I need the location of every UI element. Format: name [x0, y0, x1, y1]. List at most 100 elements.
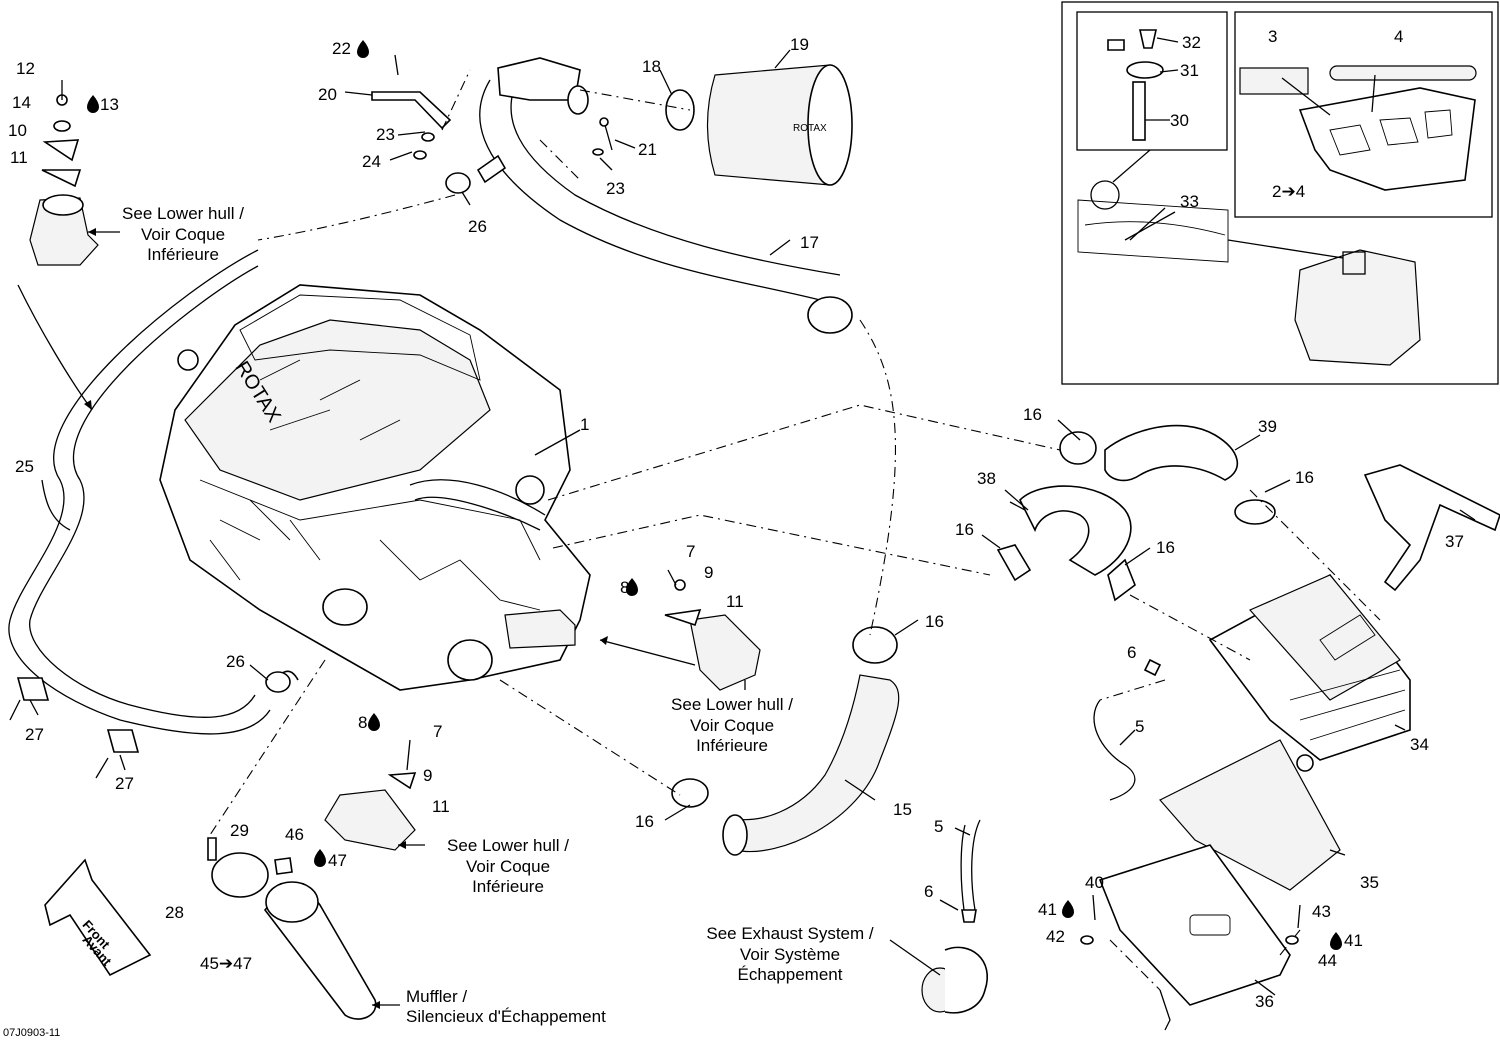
- callout-28: 28: [165, 903, 184, 922]
- svg-text:See Lower hull /: See Lower hull /: [122, 204, 244, 223]
- callout-labels: 1 2➔4 3 4 5 5 6 6 7 7 8 8 9 9 10 11 11 1…: [8, 27, 1464, 1011]
- callout-44: 44: [1318, 951, 1337, 970]
- callout-7-center: 7: [686, 542, 695, 561]
- callout-26-upper: 26: [468, 217, 487, 236]
- callout-36: 36: [1255, 992, 1274, 1011]
- callout-35: 35: [1360, 873, 1379, 892]
- note-exhaust-system: See Exhaust System / Voir Système Échapp…: [706, 924, 874, 984]
- callout-37: 37: [1445, 532, 1464, 551]
- callout-41-right: 41: [1344, 931, 1363, 950]
- callout-22: 22: [332, 39, 351, 58]
- svg-text:Muffler /: Muffler /: [406, 987, 467, 1006]
- clamp-26-lower: [265, 671, 291, 693]
- svg-text:Voir Coque: Voir Coque: [466, 857, 550, 876]
- callout-16-e: 16: [925, 612, 944, 631]
- bracket-20: [371, 91, 452, 130]
- callout-45-47: 45➔47: [200, 954, 252, 973]
- callout-46: 46: [285, 825, 304, 844]
- svg-text:See Lower hull /: See Lower hull /: [671, 695, 793, 714]
- svg-text:Silencieux d'Échappement: Silencieux d'Échappement: [406, 1007, 606, 1026]
- callout-4: 4: [1394, 27, 1403, 46]
- inset-engine: [1294, 249, 1421, 366]
- plate-36: [1098, 844, 1291, 1006]
- svg-text:See Lower hull /: See Lower hull /: [447, 836, 569, 855]
- note-muffler: Muffler / Silencieux d'Échappement: [406, 987, 606, 1026]
- note-lower-hull-1: See Lower hull / Voir Coque Inférieure: [122, 204, 244, 264]
- clamp-28: [211, 852, 269, 898]
- callout-27-right: 27: [115, 774, 134, 793]
- filter-rotax-logo: ROTAX: [793, 123, 827, 134]
- callout-43: 43: [1312, 902, 1331, 921]
- note-lower-hull-3: See Lower hull / Voir Coque Inférieure: [447, 836, 569, 896]
- front-arrow-icon: Front Avant: [44, 858, 152, 977]
- rod-30: [1132, 81, 1146, 141]
- callout-27-left: 27: [25, 725, 44, 744]
- clamp-18: [665, 89, 695, 131]
- callout-6-lower: 6: [924, 882, 933, 901]
- callout-16-b: 16: [1295, 468, 1314, 487]
- callout-5-upper: 5: [1135, 717, 1144, 736]
- engine-mount-lower-hull-2: [689, 614, 761, 691]
- callout-11-top: 11: [10, 148, 28, 167]
- callout-9-center: 9: [704, 563, 713, 582]
- note-lower-hull-2: See Lower hull / Voir Coque Inférieure: [671, 695, 793, 755]
- hose-5-upper: [1093, 699, 1136, 801]
- callout-39: 39: [1258, 417, 1277, 436]
- callout-34: 34: [1410, 735, 1429, 754]
- hose-5-lower: [971, 819, 981, 911]
- callout-7-lower: 7: [433, 722, 442, 741]
- callout-32: 32: [1182, 33, 1201, 52]
- oil-drop-icon: [87, 40, 1342, 950]
- hose-25: [8, 249, 271, 735]
- reference-code: 07J0903-11: [3, 1027, 60, 1039]
- clamp-26-upper: [445, 172, 471, 194]
- engine-cover: [1298, 87, 1476, 191]
- callout-23-left: 23: [376, 125, 395, 144]
- callout-2-4: 2➔4: [1272, 182, 1305, 201]
- callout-16-c: 16: [955, 520, 974, 539]
- callout-20: 20: [318, 85, 337, 104]
- engine-block: ROTAX: [159, 284, 591, 691]
- callout-29: 29: [230, 821, 249, 840]
- callout-24: 24: [362, 152, 381, 171]
- svg-text:Voir Système: Voir Système: [740, 945, 840, 964]
- elbow-hose-39: [1104, 424, 1239, 482]
- callout-10: 10: [8, 121, 27, 140]
- callout-17: 17: [800, 233, 819, 252]
- callout-41-left: 41: [1038, 900, 1057, 919]
- elbow-hose-38: [1019, 485, 1132, 576]
- callout-16-d: 16: [1156, 538, 1175, 557]
- callout-8-lower: 8: [358, 713, 367, 732]
- svg-text:Inférieure: Inférieure: [472, 877, 544, 896]
- callout-3: 3: [1268, 27, 1277, 46]
- callout-42: 42: [1046, 927, 1065, 946]
- svg-text:Inférieure: Inférieure: [696, 736, 768, 755]
- callout-11-lower: 11: [432, 797, 450, 816]
- decal-4: [1329, 65, 1477, 81]
- callout-33: 33: [1180, 192, 1199, 211]
- callout-30: 30: [1170, 111, 1189, 130]
- callout-25: 25: [15, 457, 34, 476]
- svg-text:See Exhaust System /: See Exhaust System /: [706, 924, 874, 943]
- callout-16-a: 16: [1023, 405, 1042, 424]
- callout-8-center: 8: [620, 578, 629, 597]
- callout-1: 1: [580, 415, 589, 434]
- callout-12: 12: [16, 59, 35, 78]
- callout-18: 18: [642, 57, 661, 76]
- callout-11-center: 11: [726, 592, 744, 611]
- intake-hose-15: [729, 674, 900, 853]
- bracket-37: [1363, 464, 1500, 592]
- hose-17: [479, 79, 821, 301]
- svg-text:Voir Coque: Voir Coque: [141, 225, 225, 244]
- callout-23-right: 23: [606, 179, 625, 198]
- engine-mount-lower-hull-3: [324, 789, 416, 851]
- callout-14: 14: [12, 93, 31, 112]
- callout-6-upper: 6: [1127, 643, 1136, 662]
- svg-text:Échappement: Échappement: [738, 965, 843, 984]
- air-intake: [497, 57, 581, 101]
- callout-47: 47: [328, 851, 347, 870]
- plate-35: [1159, 739, 1341, 891]
- callout-15: 15: [893, 800, 912, 819]
- callout-38: 38: [977, 469, 996, 488]
